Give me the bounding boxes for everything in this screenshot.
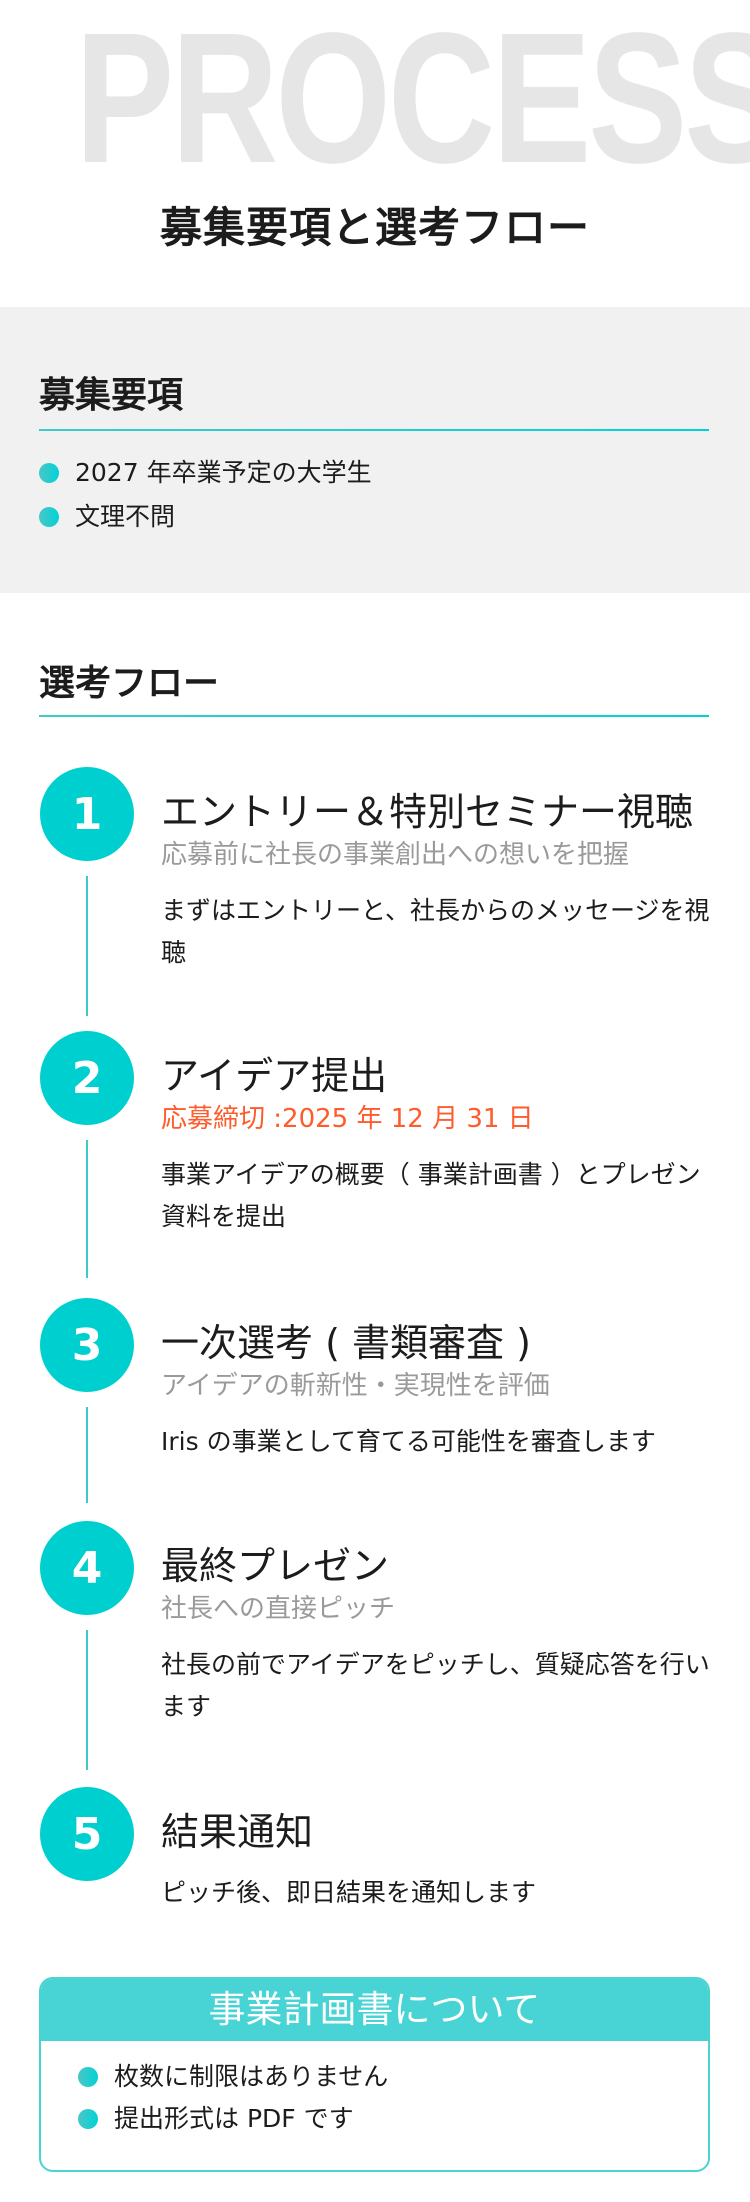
step-number-badge: 4 [40, 1521, 134, 1615]
requirements-section: 募集要項 2027 年卒業予定の大学生 文理不問 [0, 307, 750, 593]
step-description: 社長の前でアイデアをピッチし、質疑応答を行います [161, 1650, 710, 1721]
step-2: アイデア提出 応募締切 :2025 年 12 月 31 日 事業アイデアの概要（… [161, 1052, 721, 1238]
step-deadline: 応募締切 :2025 年 12 月 31 日 [161, 1104, 534, 1134]
step-number-badge: 1 [40, 767, 134, 861]
list-item: 枚数に制限はありません [78, 2059, 388, 2095]
bullet-icon [78, 2109, 98, 2129]
step-number-badge: 5 [40, 1787, 134, 1881]
step-number-badge: 2 [40, 1031, 134, 1125]
step-description: まずはエントリーと、社長からのメッセージを視聴 [161, 896, 710, 967]
flow-heading: 選考フロー [39, 663, 220, 704]
step-5: 結果通知 ピッチ後、即日結果を通知します [161, 1808, 721, 1914]
timeline-connector [86, 1407, 88, 1503]
step-title: エントリー＆特別セミナー視聴 [161, 790, 694, 834]
business-plan-box: 事業計画書について 枚数に制限はありません 提出形式は PDF です [39, 1977, 710, 2172]
divider [39, 429, 709, 431]
list-item: 文理不問 [39, 499, 175, 535]
step-4: 最終プレゼン 社長への直接ピッチ 社長の前でアイデアをピッチし、質疑応答を行いま… [161, 1542, 721, 1728]
step-title: アイデア提出 [161, 1054, 388, 1098]
timeline-connector [86, 1140, 88, 1278]
bullet-icon [78, 2067, 98, 2087]
list-item-text: 文理不問 [75, 502, 176, 531]
timeline-connector [86, 1630, 88, 1770]
step-subtitle: 社長への直接ピッチ [161, 1594, 396, 1624]
list-item-text: 提出形式は PDF です [114, 2104, 354, 2133]
step-title: 最終プレゼン [161, 1544, 390, 1588]
list-item-text: 枚数に制限はありません [114, 2062, 389, 2091]
requirements-heading: 募集要項 [39, 375, 184, 416]
step-title: 一次選考 ( 書類審査 ) [161, 1321, 531, 1365]
list-item-text: 2027 年卒業予定の大学生 [75, 458, 372, 487]
list-item: 2027 年卒業予定の大学生 [39, 455, 372, 491]
step-description: Iris の事業として育てる可能性を審査します [161, 1427, 656, 1456]
process-background-word: PROCESS [75, 0, 750, 202]
step-description: 事業アイデアの概要（ 事業計画書 ）とプレゼン資料を提出 [161, 1160, 701, 1231]
step-1: エントリー＆特別セミナー視聴 応募前に社長の事業創出への想いを把握 まずはエント… [161, 788, 721, 974]
step-title: 結果通知 [161, 1810, 314, 1854]
step-subtitle: 応募前に社長の事業創出への想いを把握 [161, 840, 630, 870]
divider [39, 715, 709, 717]
step-description: ピッチ後、即日結果を通知します [161, 1878, 537, 1907]
page-title: 募集要項と選考フロー [159, 203, 590, 252]
step-3: 一次選考 ( 書類審査 ) アイデアの斬新性・実現性を評価 Iris の事業とし… [161, 1319, 721, 1463]
business-plan-box-title: 事業計画書について [41, 1979, 708, 2041]
bullet-icon [39, 463, 59, 483]
bullet-icon [39, 507, 59, 527]
step-number-badge: 3 [40, 1298, 134, 1392]
list-item: 提出形式は PDF です [78, 2101, 354, 2137]
timeline-connector [86, 876, 88, 1016]
step-subtitle: アイデアの斬新性・実現性を評価 [161, 1371, 550, 1401]
